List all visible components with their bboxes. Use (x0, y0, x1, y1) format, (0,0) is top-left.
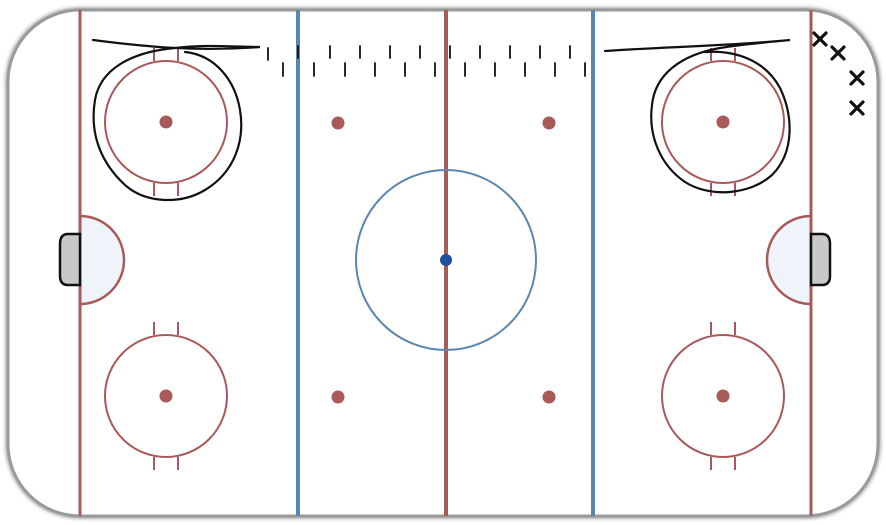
faceoff-dot-top-right (716, 115, 730, 129)
faceoff-dot-top-left (159, 115, 173, 129)
center-faceoff-dot (440, 254, 452, 266)
player-x-4 (849, 100, 865, 116)
neutral-dot-top-left (331, 116, 345, 130)
neutral-dot-bottom-left (331, 390, 345, 404)
skating-path-left (91, 38, 261, 202)
center-faceoff-circle (355, 169, 537, 351)
player-x-1 (812, 31, 828, 47)
stick-tick-marks (267, 45, 586, 77)
player-x-2 (830, 45, 846, 61)
left-crease (78, 214, 126, 306)
faceoff-circle-bottom-left (104, 322, 228, 470)
skating-path-right (603, 38, 791, 194)
faceoff-dot-bottom-left (159, 389, 173, 403)
right-net (809, 232, 832, 287)
neutral-dot-bottom-right (542, 390, 556, 404)
faceoff-circle-bottom-right (661, 322, 785, 470)
right-crease (765, 214, 813, 306)
left-net (58, 232, 82, 287)
player-x-3 (849, 70, 865, 86)
faceoff-dot-bottom-right (716, 389, 730, 403)
player-x-marks (812, 31, 865, 116)
neutral-dot-top-right (542, 116, 556, 130)
